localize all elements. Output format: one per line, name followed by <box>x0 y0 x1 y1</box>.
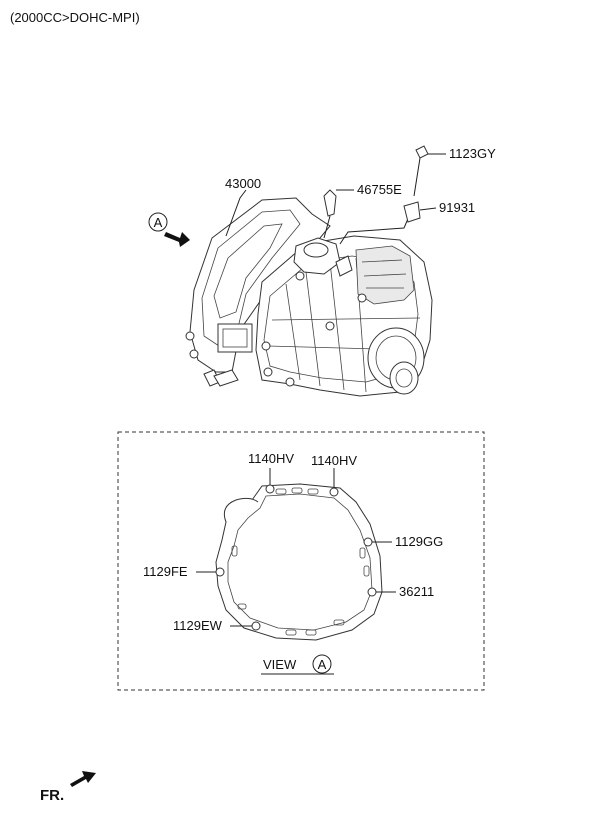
engine-spec-header: (2000CC>DOHC-MPI) <box>10 10 140 25</box>
label-1140hv-right: 1140HV <box>311 453 357 468</box>
gasket-holes <box>231 487 370 636</box>
label-1129fe: 1129FE <box>143 564 188 579</box>
view-caption: VIEW <box>263 657 297 672</box>
label-1129ew: 1129EW <box>173 618 223 633</box>
transaxle-assembly-drawing <box>185 145 433 397</box>
front-label: FR. <box>40 787 64 804</box>
view-a-direction-arrow: A <box>148 212 190 247</box>
front-arrow-icon <box>70 771 96 787</box>
label-1140hv-left: 1140HV <box>248 451 294 466</box>
front-direction-indicator: FR. <box>40 771 96 804</box>
label-43000: 43000 <box>225 176 261 191</box>
part-callouts-top: 43000 1123GY 46755E 91931 <box>225 146 496 237</box>
view-a-detail-box: 1140HV 1140HV 1129GG 36211 1129FE 1129EW… <box>117 431 485 691</box>
label-1129gg: 1129GG <box>395 534 443 549</box>
label-1123gy: 1123GY <box>449 146 496 161</box>
view-caption-marker: A <box>318 657 327 672</box>
label-36211: 36211 <box>399 584 434 599</box>
view-a-marker: A <box>154 215 163 230</box>
label-91931: 91931 <box>439 200 475 215</box>
label-46755e: 46755E <box>357 182 402 197</box>
